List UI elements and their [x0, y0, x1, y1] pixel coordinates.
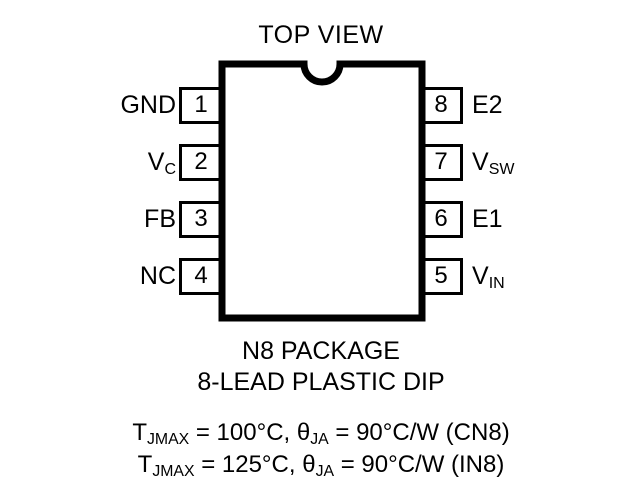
theta-ja-value-1: = 90°C/W (CN8): [328, 419, 510, 446]
pin-label-vsw: VSW: [472, 149, 514, 179]
pin-number-7: 7: [434, 148, 448, 175]
lead-box-pin-3: [179, 201, 224, 238]
pin-label-vc-subscript: C: [164, 161, 176, 179]
lead-box-pin-2: [179, 144, 224, 181]
pin-label-e2-text: E2: [472, 91, 503, 119]
theta-ja-subscript-2: JA: [315, 463, 335, 481]
pin-label-nc: NC: [140, 263, 176, 289]
tjmax-subscript-2: JMAX: [152, 463, 195, 481]
pin-number-5: 5: [434, 262, 448, 289]
pin-label-vin-subscript: IN: [488, 275, 505, 293]
lead-box-pin-6: [418, 201, 463, 238]
package-name-caption: N8 PACKAGE: [242, 337, 400, 365]
lead-boxes-right: [418, 87, 463, 295]
tjmax-symbol-1: T: [132, 419, 147, 446]
thermal-spec-line-2: TJMAX = 125°C, θJA = 90°C/W (IN8): [0, 450, 642, 483]
theta-ja-symbol-1: θ: [296, 419, 311, 446]
tjmax-value-1: = 100°C,: [189, 419, 297, 446]
pin-label-e1-text: E1: [472, 205, 503, 233]
pin-label-vc-text: V: [147, 148, 165, 176]
pin-label-e2: E2: [472, 92, 503, 118]
pin-number-8: 8: [434, 91, 448, 118]
pin-label-gnd-text: GND: [120, 91, 176, 119]
theta-ja-subscript-1: JA: [310, 431, 329, 449]
pin-label-vsw-text: V: [472, 148, 489, 176]
theta-ja-value-2: = 90°C/W (IN8): [334, 451, 505, 478]
tjmax-symbol-2: T: [137, 451, 153, 478]
thermal-spec-line-1: TJMAX = 100°C, θJA = 90°C/W (CN8): [0, 418, 642, 451]
pin-label-vin: VIN: [472, 263, 505, 293]
lead-box-pin-8: [418, 87, 463, 124]
theta-ja-symbol-2: θ: [302, 451, 316, 478]
lead-box-pin-1: [179, 87, 224, 124]
package-body: [218, 60, 426, 322]
pin-label-vsw-subscript: SW: [488, 161, 515, 179]
package-outline-svg: [179, 60, 463, 322]
pin-number-2: 2: [194, 148, 208, 175]
tjmax-value-2: = 125°C,: [194, 451, 303, 478]
pin-label-vin-text: V: [472, 262, 489, 290]
pin-label-fb-text: FB: [144, 205, 176, 233]
pin-label-nc-text: NC: [139, 262, 176, 290]
pin-label-fb: FB: [144, 206, 176, 232]
pin-label-vc: VC: [148, 149, 176, 179]
package-type-caption: 8-LEAD PLASTIC DIP: [197, 368, 445, 396]
tjmax-subscript-1: JMAX: [146, 431, 190, 449]
pin-number-4: 4: [194, 262, 208, 289]
pin-number-1: 1: [194, 91, 208, 118]
pin-number-3: 3: [194, 205, 208, 232]
package-drawing: 1 2 3 4 8 7 6 5 GND VC FB NC E2 VSW E1: [0, 56, 642, 328]
pin-number-6: 6: [434, 205, 448, 232]
pin-label-e1: E1: [472, 206, 503, 232]
pin-label-gnd: GND: [120, 92, 176, 118]
view-title: TOP VIEW: [258, 21, 384, 49]
lead-boxes-left: [179, 87, 224, 295]
